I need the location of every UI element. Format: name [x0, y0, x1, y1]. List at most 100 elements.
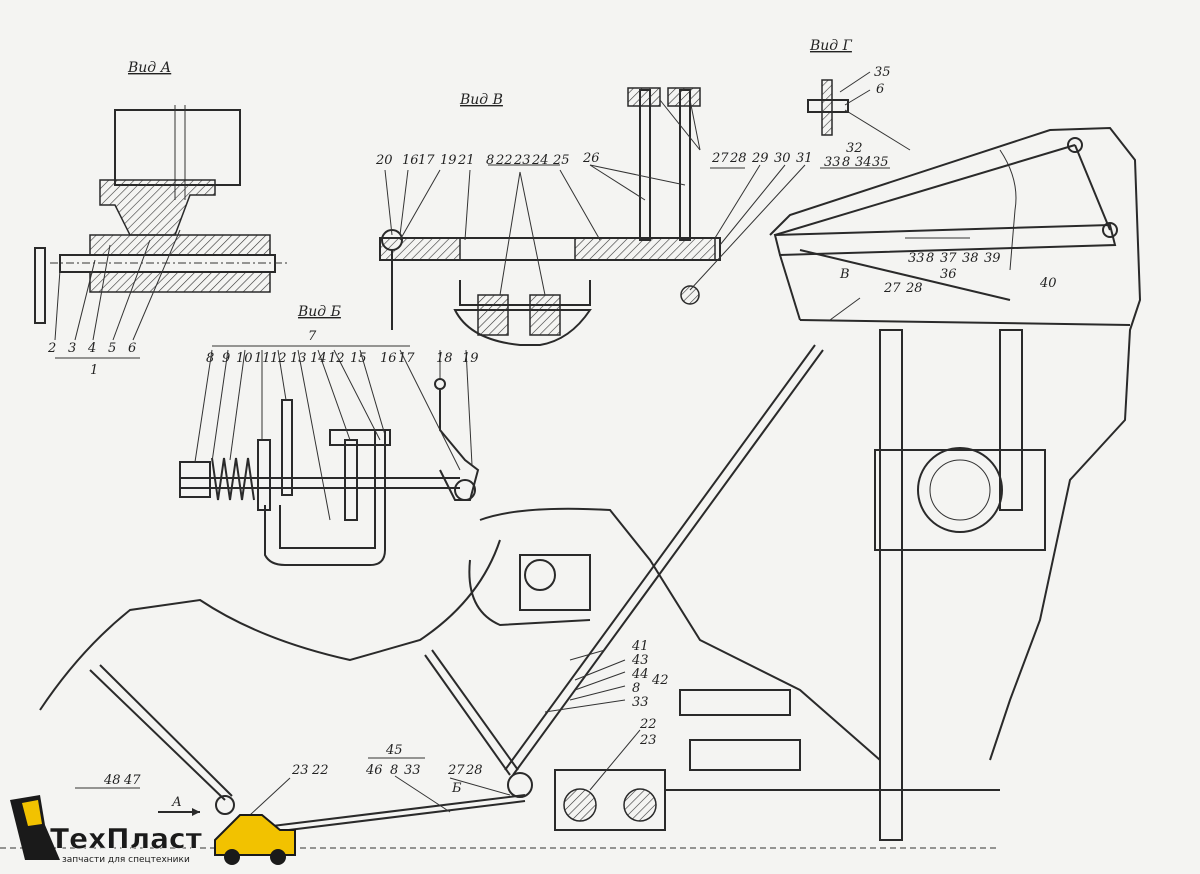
label-b-17: 17 — [398, 351, 415, 366]
label-m-48: 48 — [103, 773, 121, 788]
bearing-circle — [917, 447, 1003, 533]
label-g-27: 27 — [883, 281, 901, 296]
label-b-7: 7 — [308, 329, 317, 344]
label-v-24: 24 — [531, 153, 549, 168]
label-m-23b: 23 — [291, 763, 309, 778]
label-g-40: 40 — [1039, 276, 1057, 291]
logo-name: ТехПласт — [50, 822, 203, 855]
label-b-14: 14 — [310, 351, 327, 366]
label-m-46: 46 — [365, 763, 383, 778]
label-b-18: 18 — [436, 351, 453, 366]
label-a-2: 2 — [47, 341, 56, 356]
loader-icon — [214, 814, 296, 856]
label-m-8b: 8 — [390, 763, 398, 778]
label-m-33: 33 — [632, 695, 649, 710]
label-v-21: 21 — [457, 153, 475, 168]
label-v-19: 19 — [440, 153, 457, 168]
view-a-housing-bottom — [89, 271, 271, 293]
universal-joint — [519, 554, 591, 611]
label-b-8: 8 — [206, 351, 214, 366]
main-diagonal-rod — [504, 344, 816, 771]
label-a-6: 6 — [128, 341, 136, 356]
label-v-23: 23 — [513, 153, 531, 168]
cab-outline — [769, 126, 1142, 761]
label-g-35b: 35 — [872, 155, 889, 170]
view-v-post-left — [639, 89, 651, 241]
view-a-bracket — [99, 179, 216, 236]
label-g-32: 32 — [846, 141, 863, 156]
lower-horizontal-rod — [239, 794, 526, 831]
label-m-a-arrow: А — [171, 795, 182, 810]
label-g-37: 37 — [940, 251, 957, 266]
pivot-link — [1074, 144, 1111, 231]
center-lever — [424, 654, 511, 776]
label-m-8: 8 — [632, 681, 640, 696]
label-b-13: 13 — [290, 351, 307, 366]
bearing-housing — [874, 449, 1046, 551]
label-v-28: 28 — [729, 151, 747, 166]
techplast-logo: ТехПласт запчасти для спецтехники — [10, 795, 296, 865]
label-v-22: 22 — [495, 153, 513, 168]
label-g-36: 36 — [940, 267, 957, 282]
label-g-33: 33 — [824, 155, 841, 170]
view-a-column — [114, 109, 241, 186]
logo-shape — [10, 795, 60, 860]
label-b-19: 19 — [462, 351, 479, 366]
label-v-20: 20 — [375, 153, 393, 168]
upper-rod-panel — [773, 223, 1117, 257]
view-v-title: Вид В — [459, 92, 503, 108]
label-a-5: 5 — [108, 341, 116, 356]
view-b-spring — [211, 457, 255, 501]
label-v-27: 27 — [711, 151, 729, 166]
view-a-housing-top — [89, 234, 271, 256]
label-m-33b: 33 — [404, 763, 421, 778]
label-a-4: 4 — [87, 341, 96, 356]
view-g-title: Вид Г — [809, 38, 853, 54]
left-body — [39, 539, 501, 711]
view-b-group: Вид Б — [179, 304, 480, 566]
label-v-17: 17 — [418, 153, 435, 168]
central-body — [479, 507, 881, 761]
label-m-43: 43 — [631, 653, 649, 668]
view-b-nut — [179, 461, 211, 498]
main-assembly: 32 33 8 34 35 33 8 37 38 39 36 40 В 27 2… — [0, 126, 1142, 849]
label-m-23: 23 — [639, 733, 657, 748]
label-v-16: 16 — [402, 153, 419, 168]
label-v-29: 29 — [751, 151, 769, 166]
view-a-lever — [34, 247, 46, 324]
label-m-27: 27 — [447, 763, 465, 778]
view-v-clamp — [453, 309, 592, 346]
label-v-26: 26 — [582, 151, 600, 166]
label-v-31: 31 — [796, 151, 813, 166]
label-g-6: 6 — [876, 82, 884, 97]
label-g-28: 28 — [905, 281, 923, 296]
label-b-10: 10 — [236, 351, 253, 366]
label-g-39: 39 — [984, 251, 1001, 266]
label-m-b-arrow: Б — [451, 781, 462, 796]
label-m-47: 47 — [123, 773, 141, 788]
label-g-38: 38 — [962, 251, 979, 266]
label-b-9: 9 — [222, 351, 230, 366]
view-a-title: Вид А — [127, 60, 171, 76]
label-v-8: 8 — [486, 153, 494, 168]
label-b-12b: 12 — [328, 351, 345, 366]
label-m-45: 45 — [385, 743, 403, 758]
view-g-group: Вид Г 35 6 — [807, 38, 911, 151]
view-b-title: Вид Б — [297, 304, 341, 320]
view-v-post-right — [679, 89, 691, 241]
left-lever — [89, 669, 226, 801]
label-a-3: 3 — [68, 341, 76, 356]
label-b-16: 16 — [380, 351, 397, 366]
label-b-11: 11 — [254, 351, 271, 366]
label-g-33b: 33 — [908, 251, 925, 266]
label-b-12: 12 — [270, 351, 287, 366]
view-a-group: Вид А 2 3 4 5 6 1 — [34, 60, 290, 378]
label-g-v-arrow: В — [839, 267, 850, 282]
label-m-44: 44 — [631, 667, 649, 682]
view-v-group: Вид В — [375, 87, 813, 346]
label-g-35: 35 — [874, 65, 891, 80]
view-g-plate — [821, 79, 833, 136]
view-b-u-bracket — [264, 430, 386, 566]
label-g-8b: 8 — [926, 251, 934, 266]
label-m-42: 42 — [651, 673, 669, 688]
